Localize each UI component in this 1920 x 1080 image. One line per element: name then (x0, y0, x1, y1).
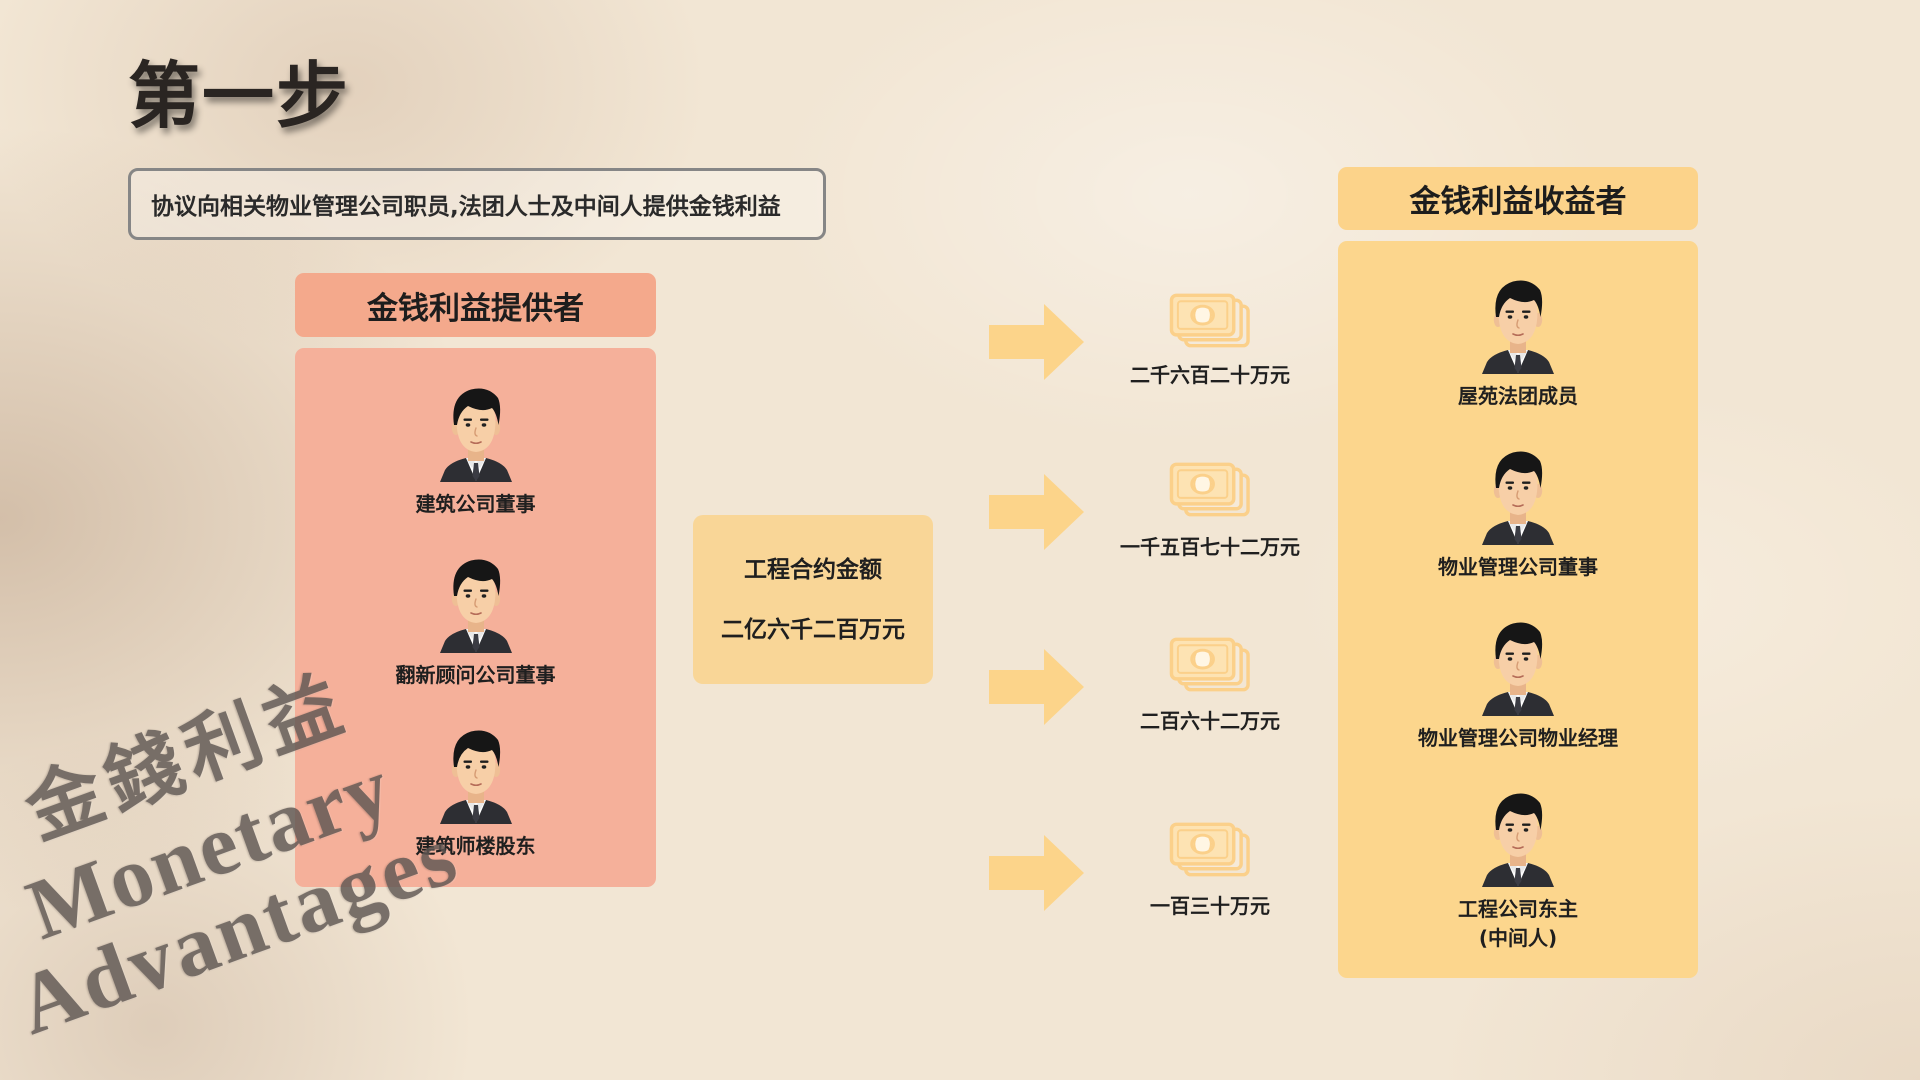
person-avatar-icon (1481, 450, 1555, 545)
page-title: 第一步 (128, 53, 351, 138)
right-arrow-icon (989, 304, 1084, 380)
description-box: 协议向相关物业管理公司职员,法团人士及中间人提供金钱利益 (128, 168, 826, 240)
recipient-person: 工程公司东主 (中间人) (1338, 789, 1698, 950)
recipients-header-label: 金钱利益收益者 (1409, 184, 1627, 220)
recipient-label: 物业管理公司物业经理 (1418, 726, 1618, 750)
provider-person: 建筑师楼股东 (295, 726, 656, 858)
provider-person: 翻新顾问公司董事 (295, 555, 656, 687)
transfer-amount: 一千五百七十二万元 (1120, 535, 1300, 559)
recipient-label: 物业管理公司董事 (1438, 555, 1598, 579)
transfer-amount: 一百三十万元 (1150, 894, 1270, 918)
right-arrow-icon (989, 474, 1084, 550)
person-avatar-icon (438, 729, 513, 824)
person-avatar-icon (1481, 621, 1555, 716)
right-arrow-icon (989, 835, 1084, 911)
right-arrow-icon (989, 649, 1084, 725)
contract-amount: 二亿六千二百万元 (721, 616, 905, 643)
providers-panel: 建筑公司董事 翻新顾问公司董事 建筑师楼股东 (295, 348, 656, 887)
money-bills-icon (1169, 822, 1250, 877)
person-avatar-icon (438, 387, 513, 482)
recipient-person: 屋苑法团成员 (1338, 276, 1698, 408)
transfer-amount: 二百六十二万元 (1140, 709, 1280, 733)
provider-person: 建筑公司董事 (295, 384, 656, 516)
person-avatar-icon (1481, 279, 1555, 374)
recipients-header: 金钱利益收益者 (1338, 167, 1698, 230)
recipient-person: 物业管理公司董事 (1338, 447, 1698, 579)
providers-header: 金钱利益提供者 (295, 273, 656, 337)
providers-header-label: 金钱利益提供者 (367, 290, 584, 327)
recipient-person: 物业管理公司物业经理 (1338, 618, 1698, 750)
recipients-panel: 屋苑法团成员 物业管理公司董事 物业管理公司物业经理 工程公司东主 (中间人) (1338, 241, 1698, 978)
money-bills-icon (1169, 637, 1250, 692)
recipient-label: 屋苑法团成员 (1458, 384, 1578, 408)
contract-label: 工程合约金额 (744, 556, 882, 583)
person-avatar-icon (1481, 792, 1555, 887)
transfer-amount: 二千六百二十万元 (1130, 363, 1290, 387)
provider-label: 建筑师楼股东 (415, 834, 536, 858)
recipient-label: 工程公司东主 (1458, 897, 1578, 921)
description-text: 协议向相关物业管理公司职员,法团人士及中间人提供金钱利益 (151, 194, 781, 220)
provider-label: 翻新顾问公司董事 (395, 663, 556, 687)
person-avatar-icon (438, 558, 513, 653)
money-bills-icon (1169, 462, 1250, 517)
provider-label: 建筑公司董事 (415, 492, 536, 516)
money-bills-icon (1169, 293, 1250, 348)
recipient-sublabel: (中间人) (1478, 926, 1558, 950)
contract-amount-box: 工程合约金额 二亿六千二百万元 (693, 515, 933, 684)
